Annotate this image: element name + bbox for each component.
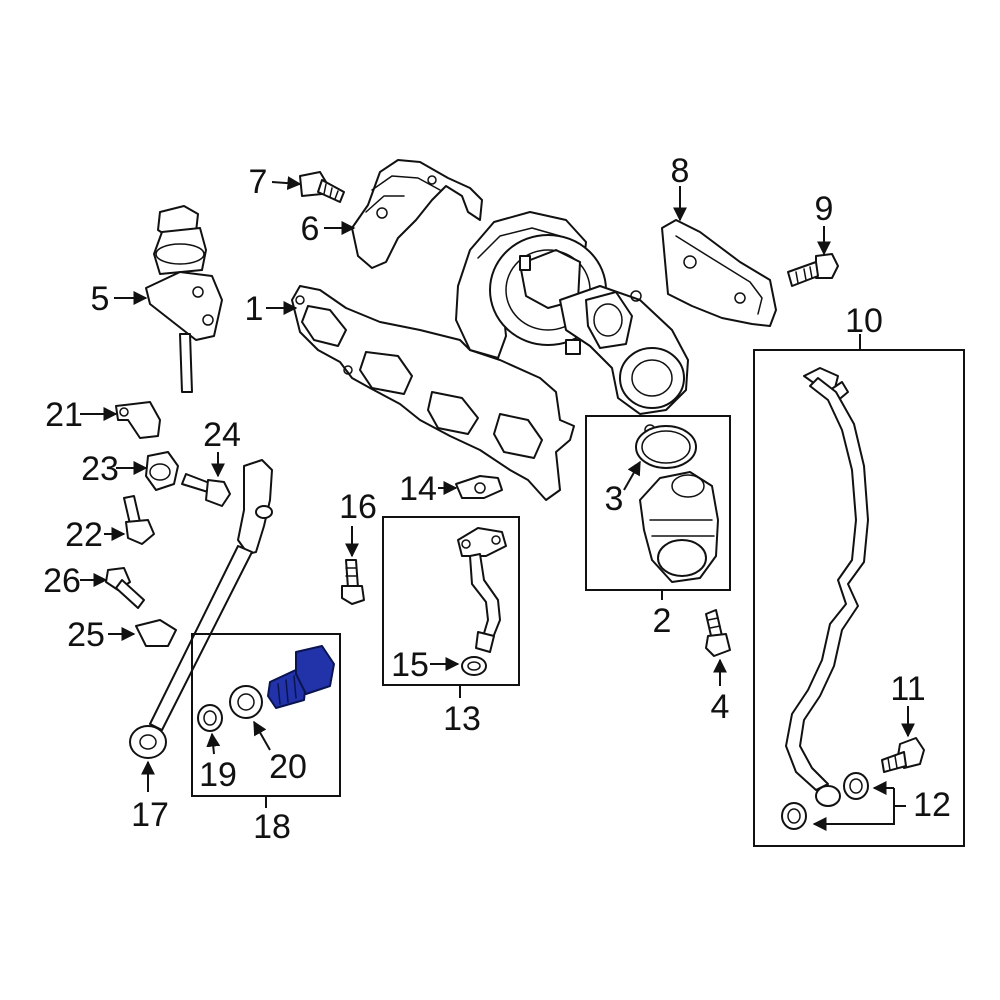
callout-14: 14 (399, 470, 437, 508)
callout-labels: 7 6 5 1 8 9 10 3 2 4 11 12 14 15 13 16 2… (43, 152, 951, 846)
callout-11: 11 (890, 670, 925, 708)
washer-part-12-upper[interactable] (843, 772, 869, 800)
callout-26: 26 (43, 562, 81, 600)
exhaust-manifold-part-1[interactable] (291, 285, 575, 501)
callout-16: 16 (339, 488, 377, 526)
callout-8: 8 (671, 152, 690, 190)
washer-part-20[interactable] (229, 685, 263, 719)
callout-13: 13 (443, 700, 481, 738)
callout-24: 24 (203, 416, 241, 454)
outlet-elbow-part-2[interactable] (639, 471, 719, 583)
callout-4: 4 (711, 688, 730, 726)
callout-20: 20 (269, 748, 307, 786)
callout-1: 1 (245, 290, 264, 328)
clamp-part-23[interactable] (145, 451, 179, 491)
bolt-part-4[interactable] (705, 609, 731, 657)
heat-shield-part-6[interactable] (351, 159, 483, 269)
clip-part-21[interactable] (115, 401, 161, 439)
callout-5: 5 (91, 280, 110, 318)
callout-19: 19 (199, 756, 237, 794)
oil-return-line-group-box (753, 349, 965, 847)
oil-line-part-10[interactable] (785, 367, 869, 807)
callout-12: 12 (913, 786, 951, 824)
callout-23: 23 (81, 450, 119, 488)
callout-7: 7 (249, 163, 268, 201)
callout-21: 21 (45, 396, 83, 434)
callout-18: 18 (253, 808, 291, 846)
actuator-rod-part-17[interactable] (129, 459, 273, 759)
bolt-part-24[interactable] (181, 473, 231, 507)
outlet-elbow-group-box (585, 415, 731, 591)
bolt-part-16[interactable] (341, 559, 365, 605)
gasket-part-3[interactable] (635, 425, 697, 469)
gasket-part-14[interactable] (455, 475, 503, 499)
turbocharger-body[interactable] (455, 211, 689, 436)
callout-25: 25 (67, 616, 105, 654)
clip-part-25[interactable] (135, 619, 177, 647)
bolt-part-11[interactable] (881, 737, 925, 773)
washer-part-12-lower[interactable] (781, 802, 807, 830)
callout-3: 3 (605, 480, 624, 518)
bracket-part-8[interactable] (661, 219, 777, 327)
oil-feed-line-part-13[interactable] (457, 527, 507, 653)
bolt-part-22[interactable] (123, 495, 155, 545)
callout-10: 10 (845, 302, 883, 340)
vacuum-actuator-part-5[interactable] (145, 205, 223, 393)
leader-lines (80, 176, 915, 831)
callout-2: 2 (653, 602, 672, 640)
callout-6: 6 (301, 210, 320, 248)
banjo-bolt-part-20[interactable] (267, 645, 335, 709)
callout-22: 22 (65, 516, 103, 554)
callout-17: 17 (131, 796, 169, 834)
oil-feed-line-group-box (382, 516, 520, 686)
bolt-part-26[interactable] (105, 567, 145, 609)
washer-part-15[interactable] (461, 656, 487, 676)
bolt-part-7[interactable] (299, 171, 345, 203)
washer-part-19[interactable] (197, 704, 223, 732)
callout-15: 15 (391, 646, 429, 684)
bolt-part-9[interactable] (787, 253, 839, 287)
callout-9: 9 (815, 190, 834, 228)
